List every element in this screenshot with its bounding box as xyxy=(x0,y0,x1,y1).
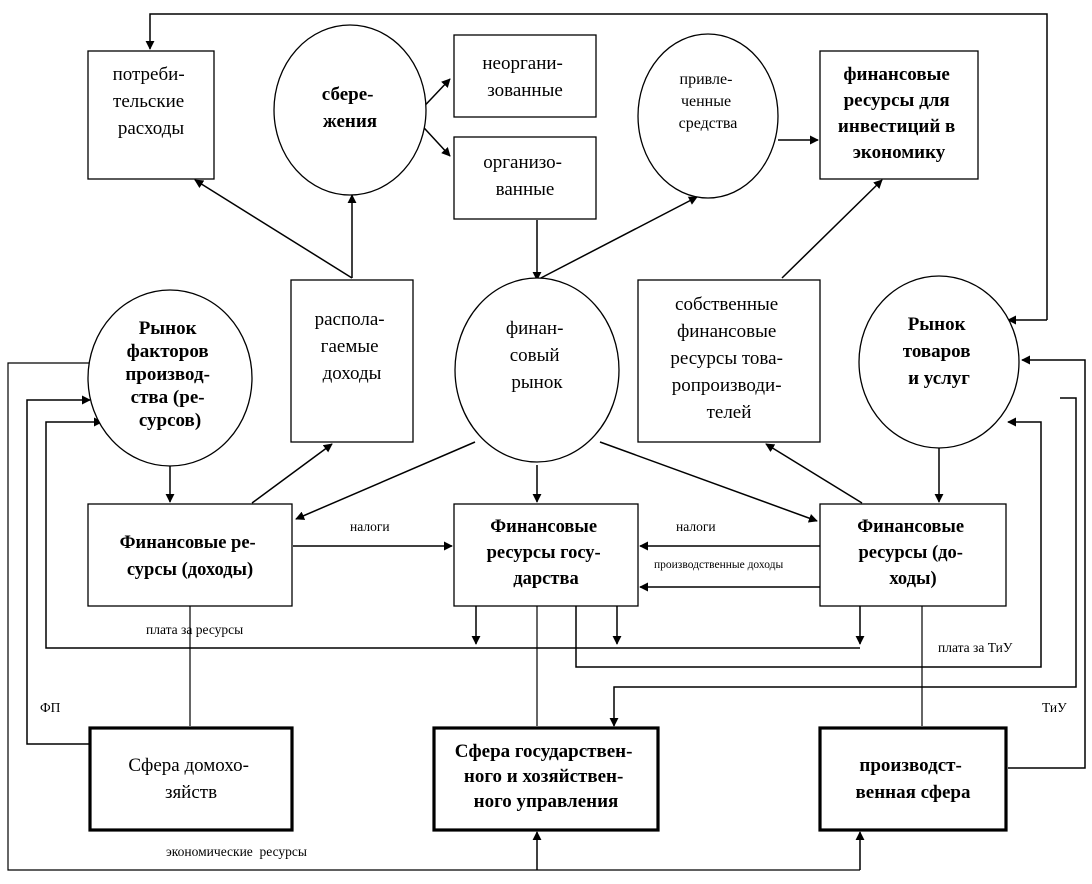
label-goods-payment: плата за ТиУ xyxy=(938,640,1013,655)
svg-text:Сфера домохо- зяйств: Сфера домохо- зяйств xyxy=(128,755,253,803)
goods-services-to-government xyxy=(609,397,1077,727)
label-resource-payment: плата за ресурсы xyxy=(146,622,243,637)
production-finance-box: Финансовые ресурсы (до- ходы) xyxy=(819,503,1007,607)
factors-from-households xyxy=(26,395,91,745)
svg-text:потреби- тельские: потреби- тельские расходы xyxy=(113,64,190,139)
resource-payment-loop xyxy=(45,417,860,649)
goods-payment-loop xyxy=(575,417,1042,668)
financial-market-ellipse: финан- совый рынок xyxy=(454,277,620,463)
svg-text:Сфера государствен- ного: Сфера государствен- ного и хозяйствен- н… xyxy=(455,741,637,812)
svg-text:организо- ванные: организо- ванные xyxy=(483,152,567,200)
top-loop-arrow-to-consumer-spending xyxy=(145,13,1048,320)
arrow-prod-finance-to-own-resources xyxy=(765,443,863,504)
svg-text:производст- венная сфера: производст- венная сфера xyxy=(856,755,971,803)
organized-savings-box: организо- ванные xyxy=(453,136,597,220)
economic-resources-loop-left xyxy=(7,362,860,871)
svg-text:Финансовые ре- сурсы (до: Финансовые ре- сурсы (доходы) xyxy=(120,533,261,580)
production-to-goods-market xyxy=(1008,355,1086,769)
household-finance-box: Финансовые ре- сурсы (доходы) xyxy=(87,503,293,607)
svg-text:Рынок товаров и ус: Рынок товаров и услуг xyxy=(903,314,975,389)
factor-market-ellipse: Рынок факторов производ- ства (ре- сурсо… xyxy=(87,289,253,467)
consumer-spending-box: потреби- тельские расходы xyxy=(87,50,215,180)
unorganized-savings-box: неоргани- зованные xyxy=(453,34,597,118)
investment-resources-box: финансовые ресурсы для инвестиций в экон… xyxy=(819,50,979,180)
svg-text:привле- ченные сре: привле- ченные средства xyxy=(679,71,738,132)
label-production-income: производственные доходы xyxy=(654,559,783,571)
arrow-financial-market-to-attracted xyxy=(536,196,698,281)
label-goods-and-services: ТиУ xyxy=(1042,700,1067,715)
label-taxes-right: налоги xyxy=(676,519,716,534)
svg-text:распола- гаемые до: распола- гаемые доходы xyxy=(315,309,390,384)
arrow-hh-finance-to-disposable xyxy=(251,443,333,504)
svg-text:финан- совый рынок: финан- совый рынок xyxy=(506,318,568,393)
arrow-disposable-to-consumer xyxy=(194,179,353,279)
label-economic-resources: экономические ресурсы xyxy=(166,844,307,859)
arrow-own-resources-to-investment xyxy=(781,179,883,279)
goods-market-ellipse: Рынок товаров и услуг xyxy=(858,275,1020,449)
arrow-financial-market-to-prod-finance xyxy=(599,441,818,523)
label-factors-of-production: ФП xyxy=(40,700,61,715)
svg-text:сбере- жения: сбере- жения xyxy=(322,84,378,132)
svg-text:собственные финансовые: собственные финансовые ресурсы това- роп… xyxy=(670,294,787,423)
svg-text:Рынок факторов про: Рынок факторов производ- ства (ре- сурсо… xyxy=(125,318,214,431)
svg-text:финансовые ресурсы для: финансовые ресурсы для инвестиций в экон… xyxy=(838,64,960,163)
savings-ellipse: сбере- жения xyxy=(273,24,427,196)
svg-text:Финансовые ресурсы госу-: Финансовые ресурсы госу- дарства xyxy=(487,517,606,589)
own-resources-box: собственные финансовые ресурсы това- роп… xyxy=(637,279,821,443)
government-sphere-box: Сфера государствен- ного и хозяйствен- н… xyxy=(432,726,660,832)
households-sphere-box: Сфера домохо- зяйств xyxy=(88,726,294,832)
arrow-financial-market-to-hh-finance xyxy=(295,441,476,520)
government-finance-box: Финансовые ресурсы госу- дарства xyxy=(453,503,639,607)
disposable-income-box: распола- гаемые доходы xyxy=(290,279,414,443)
production-sphere-box: производст- венная сфера xyxy=(818,726,1008,832)
attracted-funds-ellipse: привле- ченные средства xyxy=(637,33,779,199)
svg-text:Финансовые ресурсы (до-: Финансовые ресурсы (до- ходы) xyxy=(857,517,968,589)
svg-text:неоргани- зованные: неоргани- зованные xyxy=(482,53,567,101)
label-taxes-left: налоги xyxy=(350,519,390,534)
